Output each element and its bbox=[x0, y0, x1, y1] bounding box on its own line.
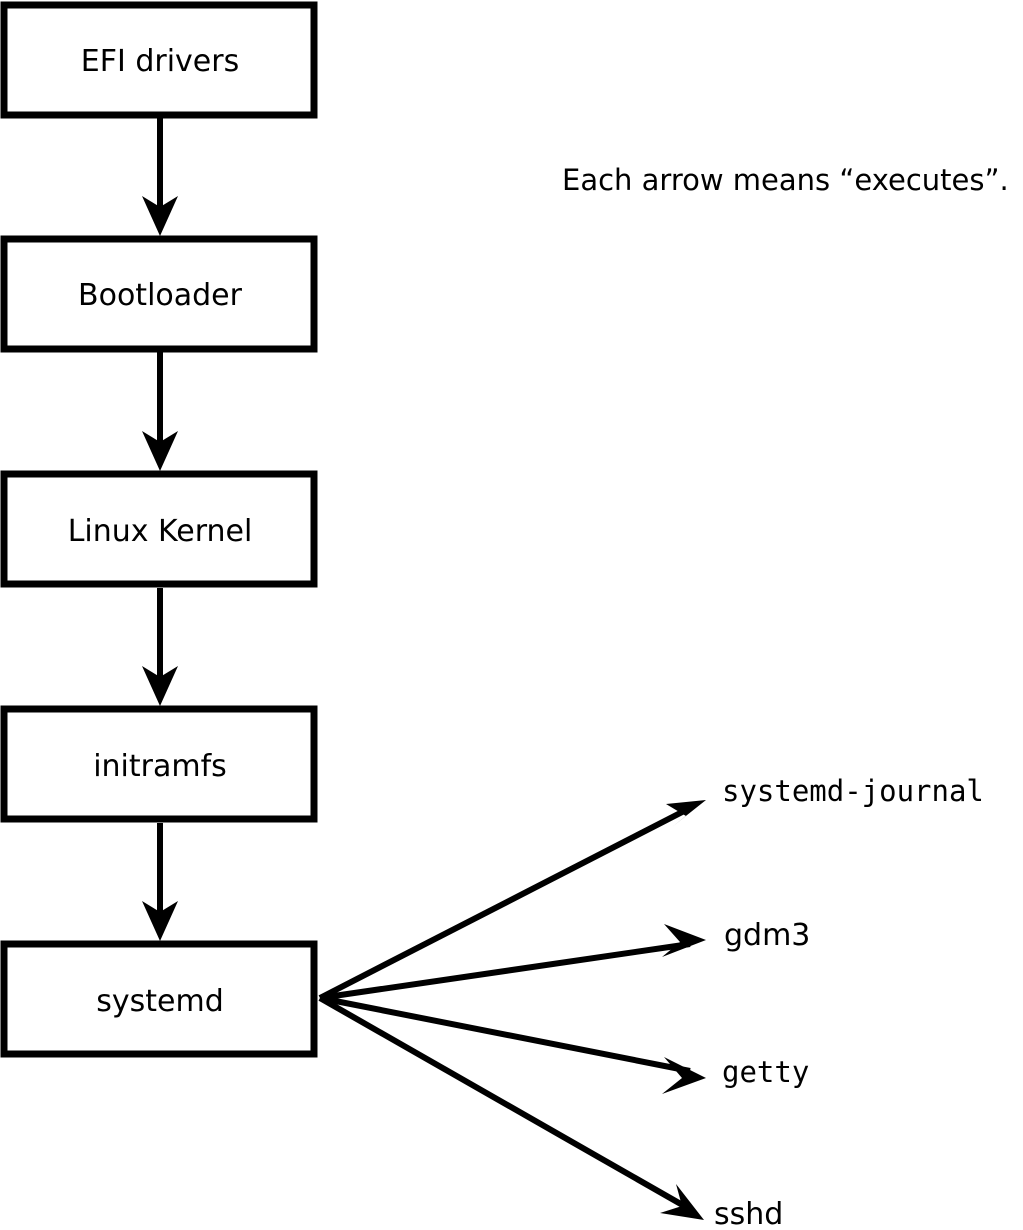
fanout-line-systemd-journal bbox=[318, 805, 692, 1001]
process-box-systemd[interactable]: systemd bbox=[0, 940, 318, 1058]
box-label-systemd: systemd bbox=[96, 984, 224, 1019]
fanout-line-sshd bbox=[318, 995, 688, 1210]
box-outline-efi-drivers bbox=[0, 1, 318, 119]
arrowhead-down-initramfs bbox=[142, 666, 178, 706]
diagram-caption: Each arrow means “executes”. bbox=[562, 163, 1009, 197]
arrowhead-gdm3 bbox=[662, 924, 706, 957]
box-outline-linux-kernel bbox=[0, 470, 318, 588]
box-label-initramfs: initramfs bbox=[93, 749, 227, 784]
box-outline-bootloader bbox=[0, 235, 318, 353]
arrowhead-down-systemd bbox=[142, 901, 178, 941]
arrowhead-down-bootloader bbox=[142, 196, 178, 236]
systemd-fanout bbox=[318, 800, 706, 1220]
box-outline-systemd bbox=[0, 940, 318, 1058]
chain-connectors bbox=[142, 118, 178, 941]
process-box-bootloader[interactable]: Bootloader bbox=[0, 235, 318, 353]
process-box-initramfs[interactable]: initramfs bbox=[0, 705, 318, 823]
fanout-line-gdm3 bbox=[319, 941, 691, 1001]
service-label-sshd: sshd bbox=[714, 1197, 783, 1230]
arrowhead-getty bbox=[662, 1057, 706, 1094]
box-label-linux-kernel: Linux Kernel bbox=[68, 514, 253, 549]
process-box-linux-kernel[interactable]: Linux Kernel bbox=[0, 470, 318, 588]
box-label-efi-drivers: EFI drivers bbox=[81, 44, 239, 79]
arrowhead-sshd bbox=[660, 1184, 704, 1220]
box-outline-initramfs bbox=[0, 705, 318, 823]
box-label-bootloader: Bootloader bbox=[78, 278, 243, 313]
service-label-gdm3: gdm3 bbox=[724, 918, 810, 953]
arrowhead-systemd-journal bbox=[666, 800, 706, 827]
process-box-efi-drivers[interactable]: EFI drivers bbox=[0, 1, 318, 119]
fanout-line-getty bbox=[319, 995, 691, 1074]
arrowhead-down-kernel bbox=[142, 431, 178, 471]
service-label-systemd-journal: systemd-journal bbox=[722, 774, 984, 808]
service-label-getty: getty bbox=[722, 1055, 809, 1089]
